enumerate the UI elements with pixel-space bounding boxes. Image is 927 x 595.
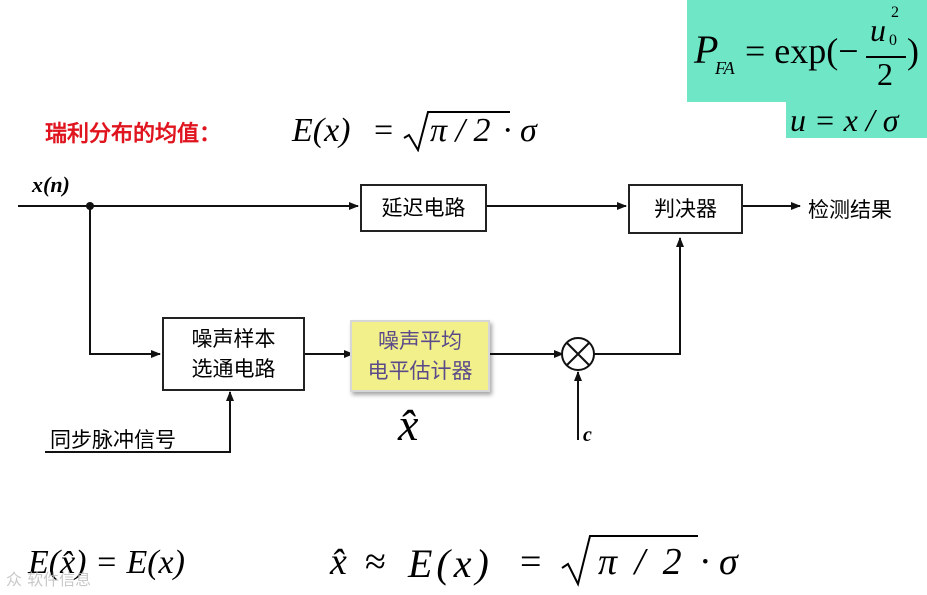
pfa-fraction-bar: [866, 56, 906, 58]
bottom-right-approx: ≈: [365, 541, 386, 583]
rayleigh-mean-title: 瑞利分布的均值：: [45, 122, 222, 147]
watermark: 众 软件信息: [6, 570, 92, 589]
delay-circuit-label: 延迟电路: [381, 196, 466, 220]
noise-average-label-line2: 电平估计器: [367, 359, 473, 383]
decision-label: 判决器: [654, 197, 717, 221]
pfa-numerator-sup: 2: [891, 4, 899, 21]
mean-radicand: π / 2: [430, 112, 491, 149]
bottom-right-radicand: π / 2: [598, 541, 686, 583]
pfa-formula-panel: [687, 0, 927, 102]
noise-average-label-line1: 噪声平均: [378, 329, 462, 353]
sync-pulse-label: 同步脉冲信号: [50, 428, 176, 452]
u-definition: u = x / σ: [790, 102, 899, 138]
pfa-exp: = exp(−: [745, 31, 859, 71]
bottom-right-mid: E(x): [408, 541, 493, 586]
noise-sample-label-line2: 选通电路: [191, 357, 276, 381]
bottom-right-tail: · σ: [700, 541, 738, 583]
mean-eq: =: [374, 112, 394, 149]
pfa-denominator: 2: [877, 56, 893, 92]
mean-sqrt-sign: [403, 111, 510, 152]
noise-average-estimator-block: 噪声平均 电平估计器: [350, 320, 490, 392]
input-label: x(n): [32, 172, 70, 197]
u-definition-panel: [786, 102, 927, 138]
noise-sample-gate-block: 噪声样本 选通电路: [162, 317, 305, 391]
delay-circuit-block: 延迟电路: [360, 184, 487, 232]
bottom-right-lhs: x̂: [330, 541, 347, 583]
pfa-close-paren: ): [907, 31, 919, 71]
estimate-symbol: x̂: [398, 399, 419, 450]
bottom-right-eq: =: [520, 541, 542, 583]
bottom-left-equation: E(x̂) = E(x): [28, 544, 185, 581]
pfa-numerator-sub: 0: [889, 32, 897, 49]
decision-block: 判决器: [628, 184, 743, 234]
pfa-numerator: u: [870, 12, 886, 48]
pfa-subscript: FA: [715, 58, 735, 78]
mean-lhs: E(x): [292, 112, 351, 149]
output-label: 检测结果: [808, 198, 892, 222]
multiplier-c-label: c: [583, 424, 592, 446]
mean-tail: · σ: [503, 112, 537, 149]
branch-dot: [86, 202, 94, 210]
pfa-symbol: P: [694, 27, 719, 72]
noise-sample-label-line1: 噪声样本: [191, 327, 276, 351]
bottom-sqrt-sign: [561, 535, 698, 587]
